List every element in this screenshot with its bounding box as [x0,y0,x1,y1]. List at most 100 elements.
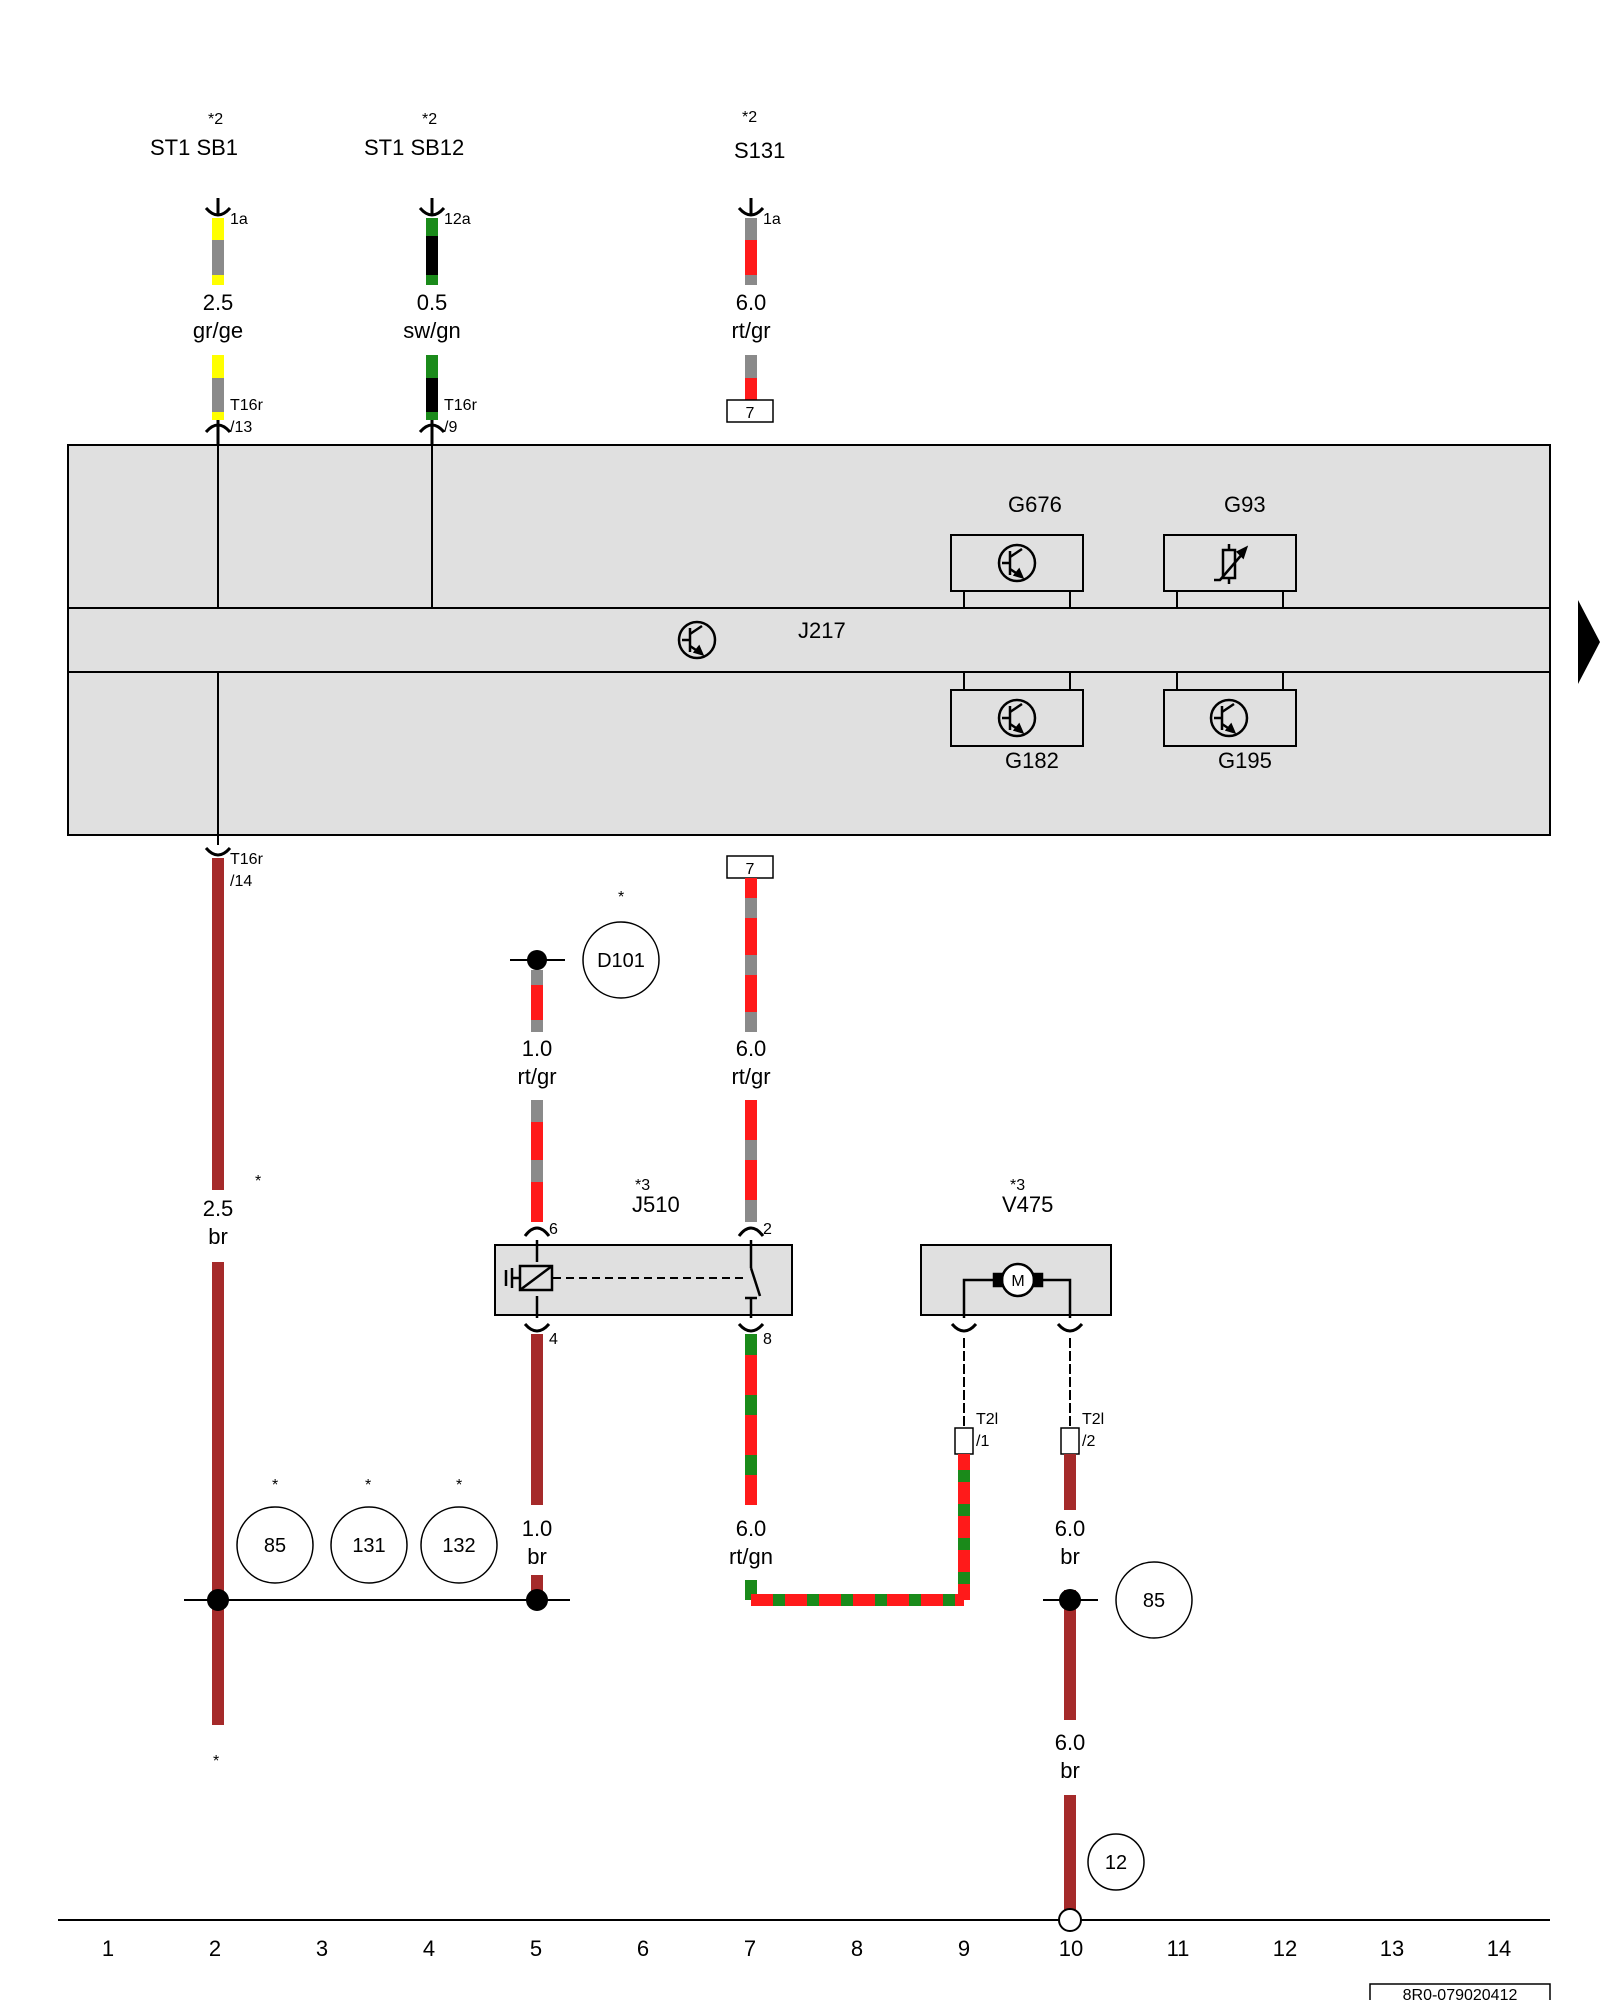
wire-size: 1.0 [522,1516,553,1541]
sensor-name: G182 [1005,748,1059,773]
pin-label: 2 [763,1221,772,1238]
thermistor-icon [1214,544,1249,584]
footnote-mark: * [456,1477,462,1494]
motor-v475: M [920,1244,1112,1318]
connector-box-label: 7 [746,405,755,422]
sensor-box [1163,689,1297,747]
connector-name: T16r [230,397,264,414]
splice-dot [527,950,547,970]
reference-circle [1115,1561,1193,1639]
wire-size: 6.0 [736,290,767,315]
ground-point [1058,1908,1082,1932]
pin-label: 12a [444,211,471,228]
wire-size: 6.0 [1055,1516,1086,1541]
plug-symbol [204,198,765,217]
wire-color-code: rt/gn [729,1544,773,1569]
connector-name: T16r [444,397,478,414]
pin-label: 8 [763,1331,772,1348]
wire-color-code: rt/gr [517,1064,556,1089]
column-number: 11 [1167,1936,1190,1961]
connector-name: T2l [976,1411,998,1428]
reference-label: 132 [442,1535,475,1557]
wire-rt-gn [745,1334,970,1606]
fuse-note: *2 [208,111,223,128]
column-number: 5 [530,1936,542,1961]
column-number: 14 [1487,1936,1511,1961]
motor-name: V475 [1002,1192,1053,1217]
connector-pin: /1 [976,1433,989,1450]
pin-label: 1a [230,211,248,228]
reference-label: 131 [352,1535,385,1557]
footnote-mark: * [365,1477,371,1494]
pin-label: 6 [549,1221,558,1238]
sensor-name: G195 [1218,748,1272,773]
motor-symbol: M [1011,1273,1024,1290]
column-number: 6 [637,1936,649,1961]
connector-housing [954,1427,974,1455]
splice-dot [207,1589,229,1611]
fuse-s131: *2 S131 [734,109,785,163]
column-number: 2 [209,1936,221,1961]
plug-symbol [523,1226,765,1333]
connector-name: T16r [230,851,264,868]
reference-label: D101 [597,950,645,972]
plug-symbol [204,420,446,445]
footnote-mark: * [272,1477,278,1494]
footnote-mark: * [213,1753,219,1770]
transistor-icon [997,543,1037,583]
wire-size: 6.0 [736,1516,767,1541]
motor-icon [962,1262,1072,1318]
reference-circle [420,1506,498,1584]
column-number: 9 [958,1936,970,1961]
wire-color-code: br [208,1224,228,1249]
reference-circle [330,1506,408,1584]
connector-pin: /9 [444,419,457,436]
relay-switch-icon [745,1240,762,1318]
column-number: 12 [1273,1936,1297,1961]
component-note: *3 [1010,1177,1025,1194]
wire-size: 0.5 [417,290,448,315]
splice-dot [1059,1589,1081,1611]
fuse-note: *2 [422,111,437,128]
wire-color-code: sw/gn [403,318,460,343]
column-number: 4 [423,1936,435,1961]
transistor-icon [677,620,717,660]
wire-color-code: br [527,1544,547,1569]
component-note: *3 [635,1177,650,1194]
transistor-icon [997,698,1037,738]
reference-circle [1087,1833,1145,1891]
control-module-j217: J217 G676 G93 [67,444,1551,845]
column-number: 3 [316,1936,328,1961]
sensor-name: G93 [1224,492,1266,517]
connector-box-label: 7 [746,861,755,878]
wire-size: 1.0 [522,1036,553,1061]
column-number: 13 [1380,1936,1404,1961]
fuse-label: S131 [734,138,785,163]
connector-pin: /2 [1082,1433,1095,1450]
pin-label: 1a [763,211,781,228]
column-number: 7 [744,1936,756,1961]
relay-j510 [494,1240,793,1318]
connector-pin: /14 [230,873,252,890]
relay-name: J510 [632,1192,680,1217]
wire-color-code: rt/gr [731,318,770,343]
transistor-icon [1209,698,1249,738]
column-number: 1 [102,1936,114,1961]
plug-symbol [204,846,232,857]
column-number: 10 [1059,1936,1083,1961]
fuse-st1-sb1: *2 ST1 SB1 [150,111,238,160]
wire-size: 6.0 [736,1036,767,1061]
splice-dot [526,1589,548,1611]
fuse-note: *2 [742,109,757,126]
wire-color-code: rt/gr [731,1064,770,1089]
wire-color-code: gr/ge [193,318,243,343]
footnote-mark: * [255,1173,261,1190]
connector-housing [1060,1427,1080,1455]
reference-label: 85 [1143,1590,1165,1612]
reference-circle [582,921,660,999]
module-name: J217 [798,618,846,643]
footnote-mark: * [618,889,624,906]
connector-name: T2l [1082,1411,1104,1428]
